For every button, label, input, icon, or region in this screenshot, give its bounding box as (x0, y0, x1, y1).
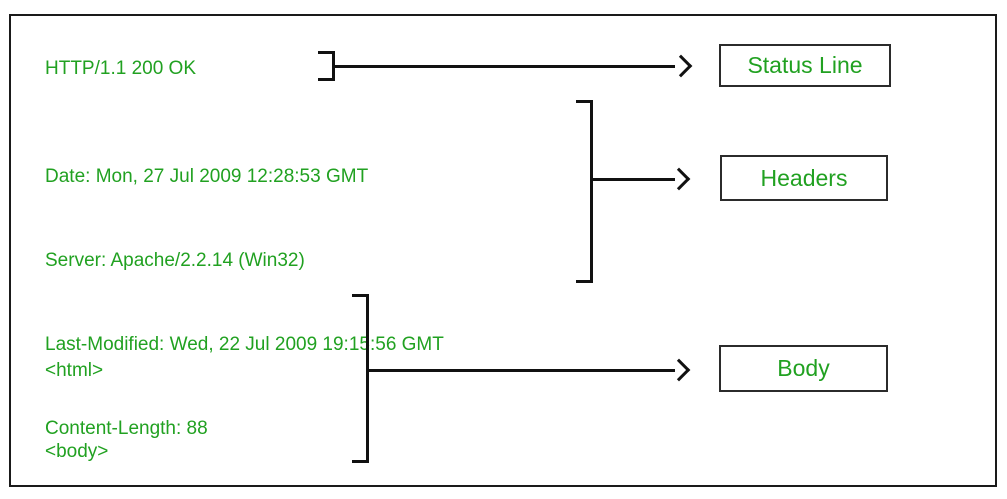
body-label-box: Body (719, 345, 888, 392)
header-line-content-length: Content-Length: 88 (45, 418, 208, 439)
body-bracket (352, 294, 369, 463)
header-line-server: Server: Apache/2.2.14 (Win32) (45, 250, 305, 271)
body-line-html-open: <html> (45, 360, 104, 381)
body-label: Body (777, 355, 830, 381)
headers-arrow-shaft (593, 178, 675, 181)
headers-label: Headers (760, 164, 848, 191)
body-block: <html> <body> <h1>Hello, World!</h1> </b… (45, 303, 245, 499)
header-line-last-modified: Last-Modified: Wed, 22 Jul 2009 19:15:56… (45, 334, 444, 355)
status-line-label: Status Line (747, 52, 863, 78)
status-line-bracket (318, 51, 335, 81)
headers-label-box: Headers (720, 155, 888, 201)
status-line-label-box: Status Line (719, 44, 891, 87)
diagram-frame (9, 14, 997, 487)
header-line-date: Date: Mon, 27 Jul 2009 12:28:53 GMT (45, 166, 369, 187)
status-line-text: HTTP/1.1 200 OK (45, 58, 197, 79)
body-arrow-shaft (369, 369, 675, 372)
headers-block: Date: Mon, 27 Jul 2009 12:28:53 GMT Serv… (45, 107, 444, 499)
headers-bracket (576, 100, 593, 283)
body-line-body-open: <body> (45, 441, 109, 462)
status-line-arrow-shaft (335, 65, 675, 68)
